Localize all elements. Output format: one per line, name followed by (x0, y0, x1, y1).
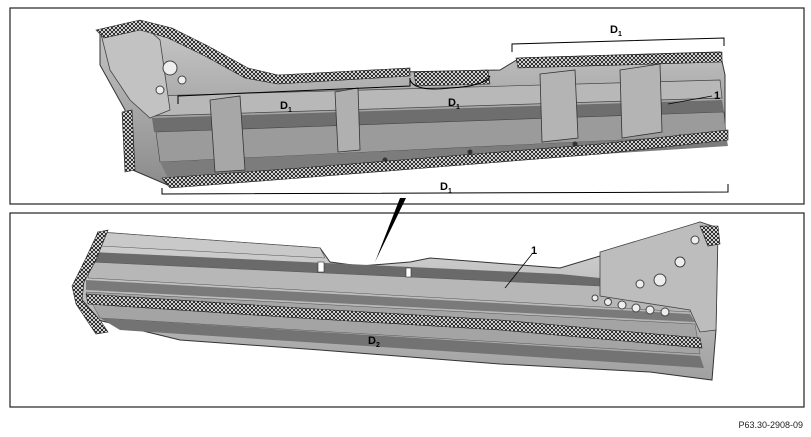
figure-reference-code: P63.30-2908-09 (738, 420, 803, 430)
top-brace-1 (177, 78, 411, 104)
svg-text:D1: D1 (280, 100, 292, 114)
top-brace-3 (511, 37, 725, 52)
top-leader-line (667, 95, 713, 105)
bottom-adhesive-strips (71, 225, 721, 349)
svg-text:D1: D1 (610, 24, 622, 38)
top-callout-d1-d: D1 (440, 181, 452, 195)
bottom-callout-d2: D2 (368, 335, 380, 349)
bottom-part-number: 1 (531, 245, 537, 257)
top-callout-d1-c: D1 (610, 24, 622, 38)
top-adhesive-strips (95, 19, 729, 189)
top-part-number: 1 (714, 90, 720, 102)
top-callout-d1-b: D1 (448, 97, 460, 111)
svg-text:D1: D1 (440, 181, 452, 195)
svg-text:D1: D1 (448, 97, 460, 111)
top-callout-d1-a: D1 (280, 100, 292, 114)
view-pointer (375, 198, 406, 262)
svg-text:D2: D2 (368, 335, 380, 349)
bottom-leader-line (504, 253, 533, 289)
top-brace-4 (161, 184, 729, 195)
top-brace-2 (409, 75, 491, 90)
